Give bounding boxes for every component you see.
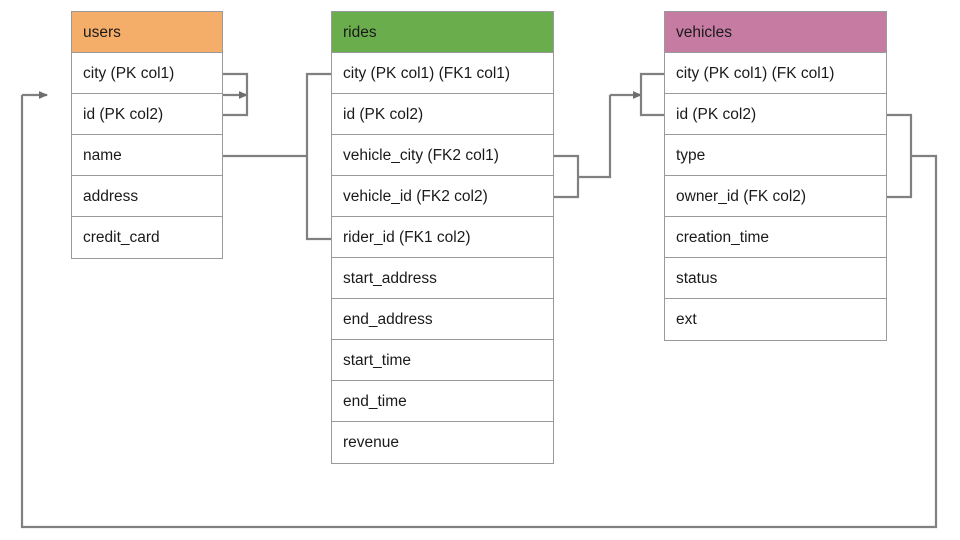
- table-rides-row-city[interactable]: city (PK col1) (FK1 col1): [332, 53, 553, 94]
- table-vehicles-row-creation-time[interactable]: creation_time: [665, 217, 886, 258]
- table-rides-row-revenue[interactable]: revenue: [332, 422, 553, 463]
- table-vehicles-row-ext[interactable]: ext: [665, 299, 886, 340]
- table-rides-row-end-time[interactable]: end_time: [332, 381, 553, 422]
- table-rides-row-vehicle-city[interactable]: vehicle_city (FK2 col1): [332, 135, 553, 176]
- table-rides-row-start-time[interactable]: start_time: [332, 340, 553, 381]
- table-vehicles-row-status[interactable]: status: [665, 258, 886, 299]
- table-rides-row-vehicle-id[interactable]: vehicle_id (FK2 col2): [332, 176, 553, 217]
- table-users-row-id[interactable]: id (PK col2): [72, 94, 222, 135]
- table-users-header: users: [72, 12, 222, 53]
- table-rides-row-end-address[interactable]: end_address: [332, 299, 553, 340]
- table-rides[interactable]: rides city (PK col1) (FK1 col1) id (PK c…: [331, 11, 554, 464]
- table-vehicles[interactable]: vehicles city (PK col1) (FK col1) id (PK…: [664, 11, 887, 341]
- connector-rides-vehicle-to-vehicles: [554, 72, 664, 199]
- table-users[interactable]: users city (PK col1) id (PK col2) name a…: [71, 11, 223, 259]
- table-users-row-city[interactable]: city (PK col1): [72, 53, 222, 94]
- table-rides-header: rides: [332, 12, 553, 53]
- table-users-row-credit-card[interactable]: credit_card: [72, 217, 222, 258]
- table-rides-row-start-address[interactable]: start_address: [332, 258, 553, 299]
- table-rides-row-rider-id[interactable]: rider_id (FK1 col2): [332, 217, 553, 258]
- table-users-row-address[interactable]: address: [72, 176, 222, 217]
- table-vehicles-header: vehicles: [665, 12, 886, 53]
- table-vehicles-row-type[interactable]: type: [665, 135, 886, 176]
- table-vehicles-row-owner-id[interactable]: owner_id (FK col2): [665, 176, 886, 217]
- table-vehicles-row-id[interactable]: id (PK col2): [665, 94, 886, 135]
- table-rides-row-id[interactable]: id (PK col2): [332, 94, 553, 135]
- table-users-row-name[interactable]: name: [72, 135, 222, 176]
- table-vehicles-row-city[interactable]: city (PK col1) (FK col1): [665, 53, 886, 94]
